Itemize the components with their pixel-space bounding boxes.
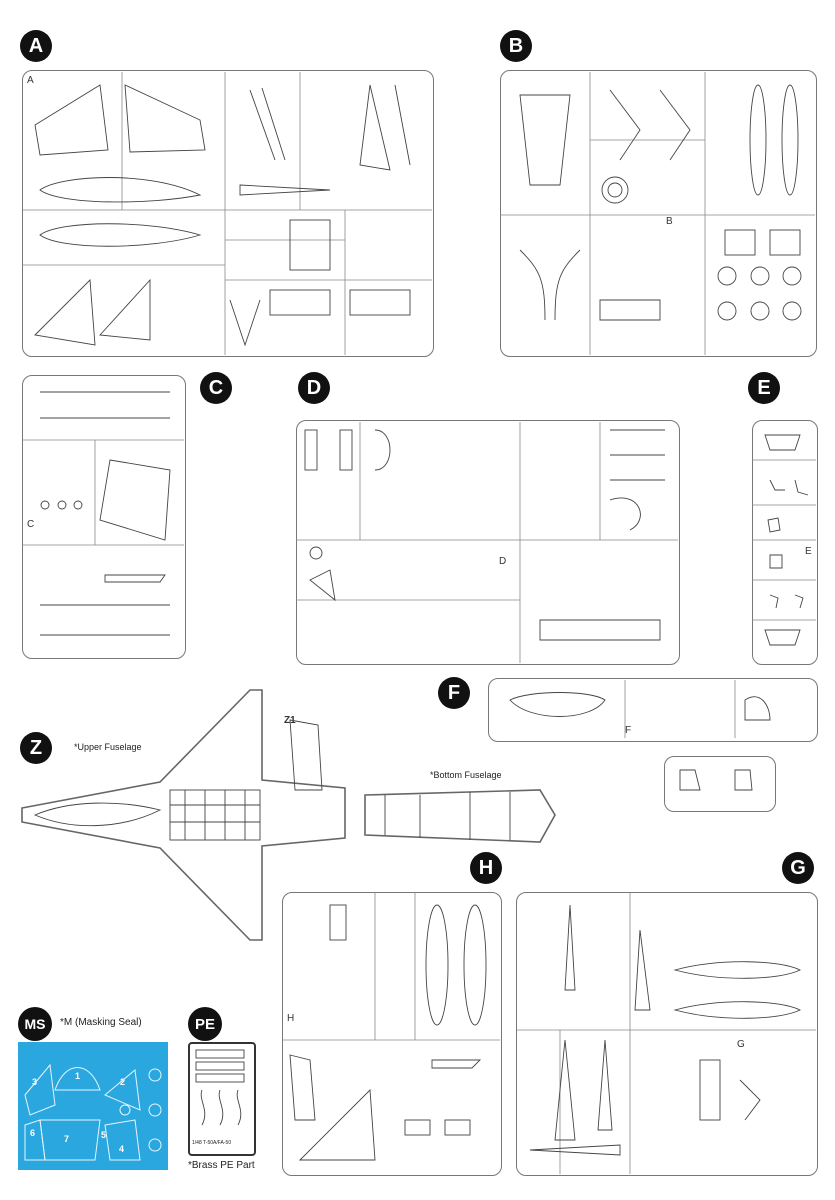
sprue-b-parts [519,84,802,321]
sprue-e-frame: E [752,420,818,665]
mask-number-7: 7 [64,1134,70,1144]
sprue-a-frame: A [22,70,434,357]
sheet-ms-badge: MS [18,1007,52,1041]
sprue-f-sub-frame [664,756,776,812]
sprue-e-parts [764,434,809,646]
sheet-b-badge: B [500,30,532,62]
sprue-f-tag: F [625,725,632,736]
sheet-pe-badge: PE [188,1007,222,1041]
sheet-f-badge: F [438,677,470,709]
sprue-c-tag: C [27,519,35,530]
sprue-g-tag: G [737,1039,745,1050]
sprue-b-frame: B [500,70,817,357]
sprue-g-frame: G [516,892,818,1176]
pe-plate [188,1042,256,1156]
pe-parts [195,1049,245,1126]
sheet-c-badge: C [200,372,232,404]
masking-seal-note: *M (Masking Seal) [60,1017,142,1028]
sprue-e-tag: E [805,546,812,557]
sprue-b-runners [500,72,815,355]
sprue-a-runners [22,72,432,355]
upper-fuselage-note: *Upper Fuselage [74,742,142,752]
mask-number-5: 5 [101,1130,107,1140]
sheet-e-badge: E [748,372,780,404]
sprue-a-parts [34,84,411,347]
sprue-g-parts [529,904,802,1156]
sprue-a-tag: A [27,75,34,86]
mask-shapes [24,1063,162,1161]
sprue-d-parts [304,429,665,641]
sheet-h-badge: H [470,852,502,884]
sprue-h-tag: H [287,1013,295,1024]
sprue-g-runners [516,892,816,1174]
sprue-d-runners [296,422,678,663]
sprue-h-parts [289,904,487,1161]
sprue-c-frame: C [22,375,186,659]
sprue-c-runners [22,439,184,546]
sprue-c-parts [40,391,171,636]
sprue-h-runners [282,892,500,1041]
brass-pe-note: *Brass PE Part [188,1160,255,1171]
bottom-fuselage-note: *Bottom Fuselage [430,770,502,780]
mask-number-4: 4 [119,1144,125,1154]
mask-number-6: 6 [30,1128,36,1138]
sprue-b-tag: B [666,216,673,227]
sprue-f-frame: F [488,678,818,742]
sprue-d-tag: D [499,556,507,567]
bottom-fuselage-part [364,789,556,843]
sprue-f-parts [509,680,771,791]
masking-sheet [18,1042,168,1170]
sheet-a-badge: A [20,30,52,62]
mask-number-1: 1 [75,1071,81,1081]
mask-number-3: 3 [32,1077,38,1087]
sheet-z-badge: Z [20,732,52,764]
mask-number-2: 2 [120,1077,126,1087]
sheet-g-badge: G [782,852,814,884]
sprue-e-runners [752,459,816,621]
pe-plate-label: 1/48 T-50A/FA-50 [192,1140,232,1146]
sheet-d-badge: D [298,372,330,404]
upper-fuselage-part [21,689,346,941]
